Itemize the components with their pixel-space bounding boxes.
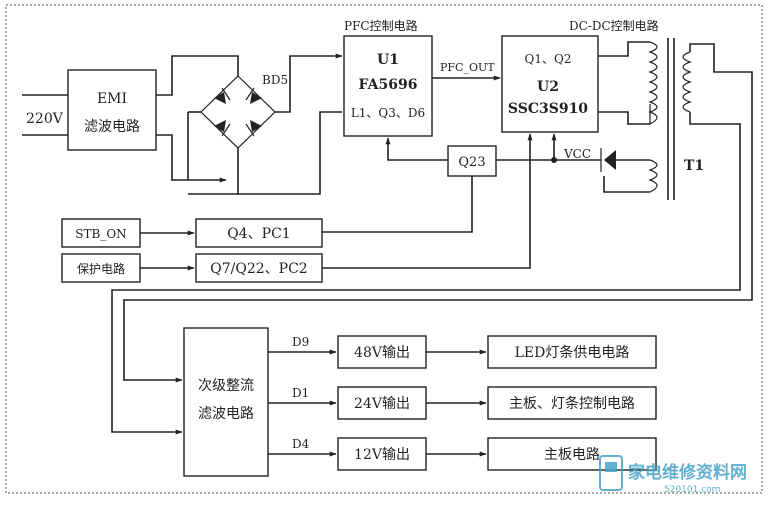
pfc-title: PFC控制电路: [344, 18, 418, 33]
emi-label-line1: EMI: [97, 91, 127, 107]
output-12v-row: D4 12V输出 主板电路: [268, 437, 657, 471]
t1-label: T1: [684, 158, 704, 174]
out12-label: 12V输出: [354, 447, 410, 463]
u2-name: U2: [537, 79, 559, 95]
protect-label: 保护电路: [77, 261, 125, 276]
rect-label-line2: 滤波电路: [198, 406, 254, 422]
secondary-rectifier-block: 次级整流 滤波电路: [183, 327, 269, 477]
protection-path: 保护电路 Q7/Q22、PC2: [61, 133, 533, 283]
output-24v-row: D1 24V输出 主板、灯条控制电路: [268, 386, 657, 420]
d4-label: D4: [292, 437, 310, 451]
out48-label: 48V输出: [354, 345, 410, 361]
u2-to-primary: [598, 41, 658, 125]
watermark-url: 520101.com: [664, 485, 720, 495]
stb-on-label: STB_ON: [75, 227, 126, 241]
emi-label-line2: 滤波电路: [84, 119, 140, 135]
emi-to-bridge-wires: [156, 55, 239, 183]
load12-label: 主板电路: [544, 447, 600, 463]
u1-name: U1: [377, 52, 399, 68]
q7-label: Q7/Q22、PC2: [210, 261, 307, 277]
rect-label-line1: 次级整流: [198, 378, 254, 394]
bridge-label: BD5: [262, 73, 288, 87]
input-voltage-label: 220V: [26, 111, 64, 127]
u2-chip: SSC3S910: [508, 101, 588, 117]
u1-parts: L1、Q3、D6: [351, 106, 425, 120]
pfc-out-label: PFC_OUT: [440, 61, 495, 74]
d9-label: D9: [292, 335, 309, 349]
output-48v-row: D9 48V输出 LED灯条供电电路: [268, 335, 657, 369]
vcc-label: VCC: [563, 147, 591, 161]
u1-chip: FA5696: [359, 77, 418, 93]
bridge-rectifier: BD5: [187, 53, 343, 195]
outer-frame: [5, 4, 763, 494]
q4pc1-label: Q4、PC1: [227, 226, 290, 242]
u2-parts: Q1、Q2: [525, 52, 572, 66]
q23-block: Q23: [322, 137, 497, 233]
load24-label: 主板、灯条控制电路: [509, 395, 635, 412]
load48-label: LED灯条供电电路: [515, 344, 630, 361]
out24-label: 24V输出: [354, 396, 410, 412]
vcc-supply: VCC: [496, 133, 650, 193]
pfc-controller-block: PFC控制电路 U1 FA5696 L1、Q3、D6: [343, 18, 433, 137]
watermark: 家电维修资料网 520101.com: [599, 455, 747, 495]
dcdc-controller-block: DC-DC控制电路 Q1、Q2 U2 SSC3S910: [501, 18, 659, 133]
watermark-text: 家电维修资料网: [628, 462, 747, 483]
transformer-t1: T1: [111, 38, 753, 435]
emi-filter-block: EMI 滤波电路: [67, 69, 157, 151]
ac-input: 220V: [22, 94, 68, 136]
stb-on-path: STB_ON Q4、PC1: [61, 218, 323, 248]
d1-label: D1: [292, 386, 309, 400]
q23-label: Q23: [458, 155, 485, 170]
dcdc-title: DC-DC控制电路: [569, 18, 659, 33]
pfc-out-link: PFC_OUT: [432, 61, 501, 81]
